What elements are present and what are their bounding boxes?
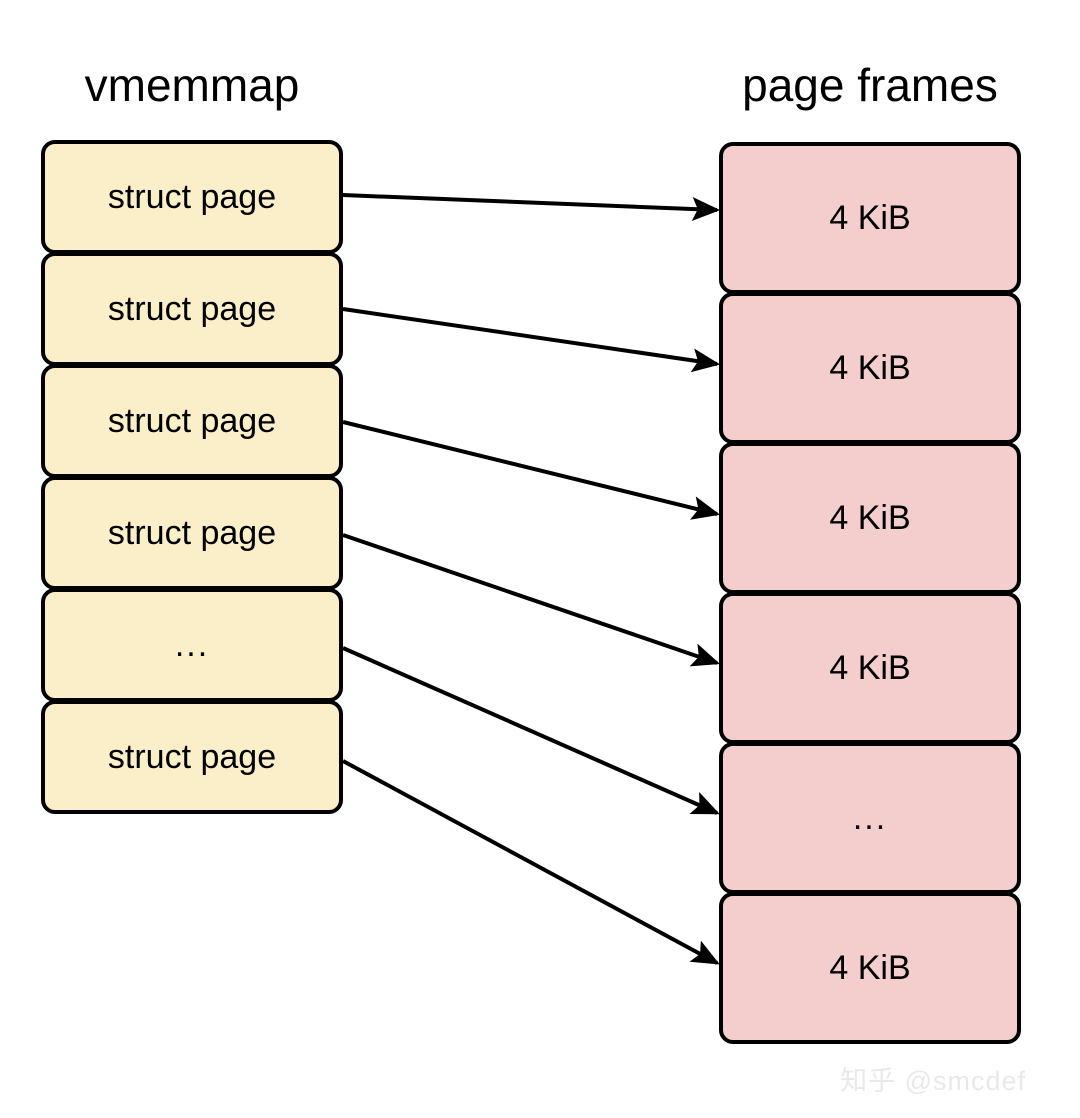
vmemmap-cell-label: ... [174, 625, 210, 664]
watermark: 知乎 @smcdef [840, 1066, 1026, 1096]
vmemmap-cell-label: struct page [107, 289, 277, 328]
mapping-arrows [342, 193, 721, 965]
mapping-arrow-2 [342, 420, 721, 520]
page-frame-cell-4[interactable]: ... [719, 742, 1021, 894]
vmemmap-cell-label: struct page [107, 737, 277, 776]
vmemmap-cell-1[interactable]: struct page [41, 252, 343, 366]
vmemmap-cell-5[interactable]: struct page [41, 700, 343, 814]
mapping-arrow-4 [342, 646, 720, 815]
page-frame-cell-label: 4 KiB [829, 948, 911, 987]
vmemmap-cell-label: struct page [107, 401, 277, 440]
vmemmap-cell-label: struct page [107, 177, 277, 216]
vmemmap-cell-2[interactable]: struct page [41, 364, 343, 478]
page-frame-cell-label: ... [852, 798, 888, 837]
mapping-arrow-5 [342, 759, 720, 965]
page-frame-cell-2[interactable]: 4 KiB [719, 442, 1021, 594]
mapping-arrow-3 [342, 533, 721, 667]
page-frame-cell-5[interactable]: 4 KiB [719, 892, 1021, 1044]
vmemmap-cell-4[interactable]: ... [41, 588, 343, 702]
page-frame-cell-1[interactable]: 4 KiB [719, 292, 1021, 444]
page-frame-cell-label: 4 KiB [829, 498, 911, 537]
page-frame-cell-label: 4 KiB [829, 648, 911, 687]
vmemmap-cell-0[interactable]: struct page [41, 140, 343, 254]
page-frame-cell-0[interactable]: 4 KiB [719, 142, 1021, 294]
page-frame-cell-label: 4 KiB [829, 198, 911, 237]
mapping-arrow-0 [342, 193, 721, 221]
vmemmap-column: struct page struct page struct page stru… [41, 140, 343, 814]
vmemmap-column-title: vmemmap [84, 59, 300, 111]
vmemmap-cell-3[interactable]: struct page [41, 476, 343, 590]
mapping-arrow-1 [342, 307, 721, 373]
page-frames-column: 4 KiB 4 KiB 4 KiB 4 KiB ... 4 KiB [719, 142, 1021, 1044]
page-frame-cell-label: 4 KiB [829, 348, 911, 387]
page-frames-column-title: page frames [742, 59, 998, 111]
vmemmap-cell-label: struct page [107, 513, 277, 552]
page-frame-cell-3[interactable]: 4 KiB [719, 592, 1021, 744]
